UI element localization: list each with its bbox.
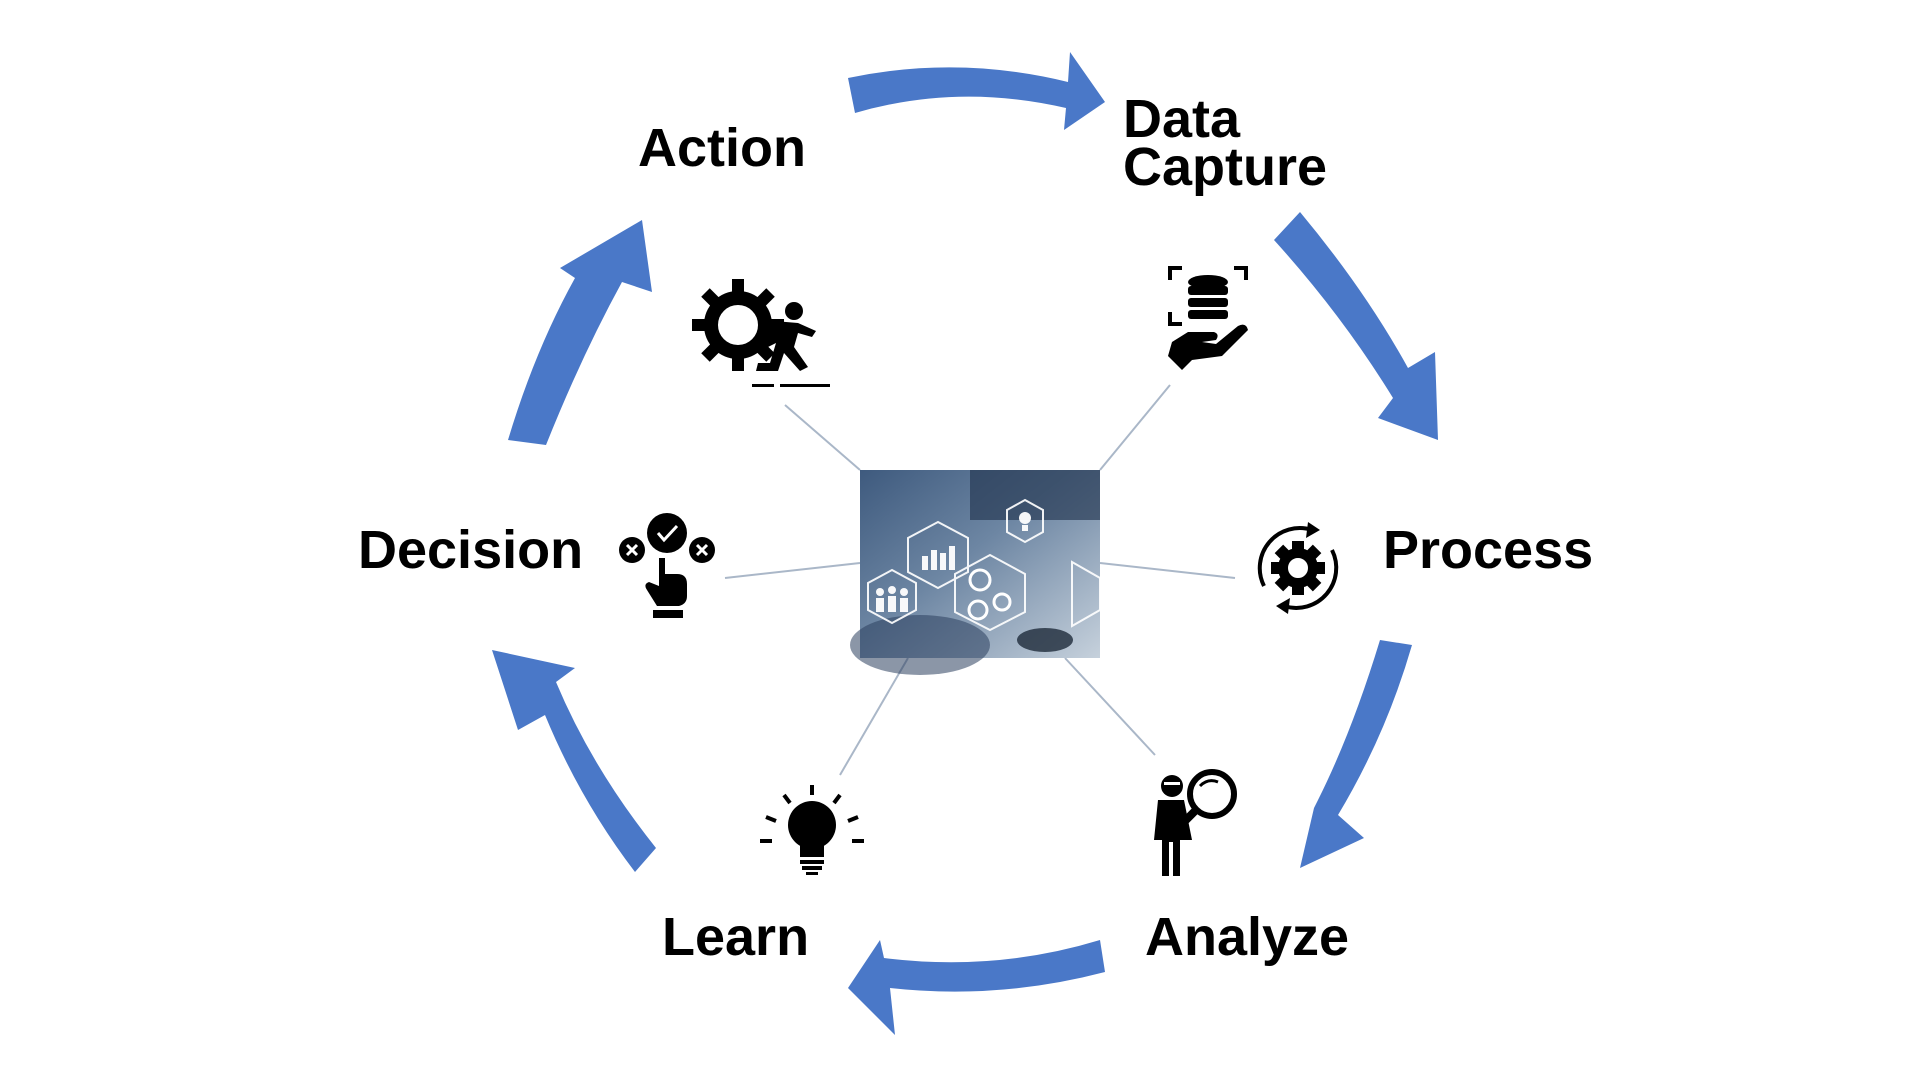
connector-data-capture <box>1099 384 1171 471</box>
connector-learn <box>839 657 909 776</box>
arrow-action-to-data-capture <box>848 52 1105 130</box>
connector-action <box>784 404 861 471</box>
arrow-decision-to-action <box>508 220 652 445</box>
arrow-analyze-to-learn <box>848 940 1105 1035</box>
person-magnifier-icon <box>1154 769 1237 876</box>
cycle-arrows <box>492 52 1438 1035</box>
stage-label-decision: Decision <box>358 520 583 580</box>
database-hand-icon <box>1168 266 1248 370</box>
connector-analyze <box>1064 657 1156 756</box>
arrow-learn-to-decision <box>492 650 656 872</box>
choice-hand-icon <box>619 513 715 618</box>
stage-label-learn: Learn <box>662 907 809 967</box>
stage-label-process: Process <box>1383 520 1593 580</box>
connector-process <box>1099 562 1236 579</box>
gear-cycle-icon <box>1257 522 1339 614</box>
arrow-data-capture-to-process <box>1274 212 1438 440</box>
stage-label-action: Action <box>638 118 806 178</box>
analytics-photo-icon <box>850 470 1101 675</box>
connector-decision <box>724 562 861 579</box>
stage-label-analyze: Analyze <box>1145 907 1349 967</box>
gear-runner-icon <box>692 279 830 387</box>
stage-label-data-capture-line-1: Data <box>1123 89 1241 149</box>
stage-label-data-capture-line-2: Capture <box>1123 137 1327 197</box>
arrow-process-to-analyze <box>1300 640 1412 868</box>
lightbulb-icon <box>760 785 864 875</box>
connector-lines <box>724 384 1236 776</box>
stage-labels: Action Data Capture Process Analyze Lear… <box>358 89 1593 967</box>
stage-label-data-capture: Data Capture <box>1123 89 1327 197</box>
